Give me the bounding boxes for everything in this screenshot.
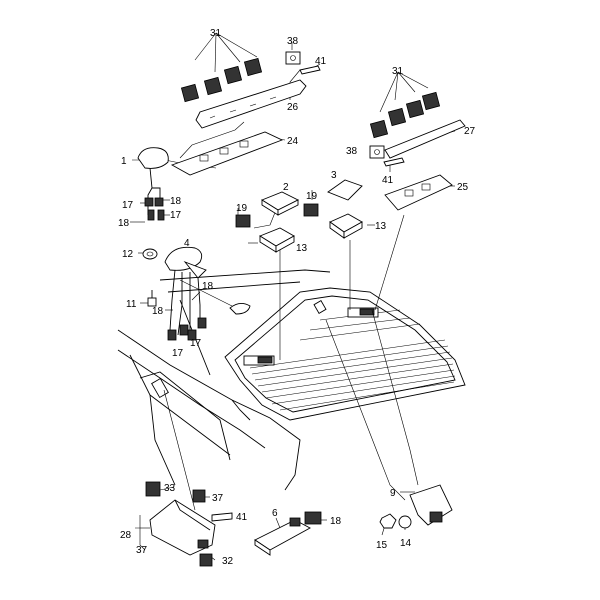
bracket-9 (409, 484, 453, 526)
callout-37b: 37 (136, 545, 148, 556)
callout-18d: 18 (202, 281, 214, 292)
callout-19a: 19 (236, 203, 248, 214)
rear-window-glass (224, 287, 466, 421)
connector-33 (145, 481, 161, 497)
screw-11 (147, 290, 157, 307)
nut-12 (142, 248, 158, 260)
callout-2: 2 (283, 182, 289, 193)
roof-antenna-1 (137, 147, 169, 221)
bracket-38-left (285, 51, 321, 75)
antenna-base-plate (229, 303, 251, 315)
control-unit-28 (149, 499, 216, 556)
callout-28: 28 (120, 530, 132, 541)
callout-24: 24 (287, 136, 299, 147)
callout-17d: 17 (190, 338, 202, 349)
amplifier-module-27 (384, 119, 466, 159)
callout-13b: 13 (375, 221, 387, 232)
callout-11: 11 (126, 299, 137, 310)
callout-13a: 13 (296, 243, 308, 254)
callout-33: 33 (164, 483, 176, 494)
callout-6: 6 (272, 508, 278, 519)
vehicle-body-outline (117, 269, 331, 491)
connector-group-31-right (369, 91, 441, 139)
bolt-41-top (299, 65, 321, 75)
callout-32: 32 (222, 556, 234, 567)
callout-labels: 1 2 3 4 6 9 11 12 13 13 14 15 17 17 17 1… (118, 28, 476, 567)
callout-41c: 41 (236, 512, 248, 523)
callout-18e: 18 (330, 516, 342, 527)
callout-19b: 19 (306, 191, 318, 202)
callout-18b: 18 (118, 218, 130, 229)
callout-27: 27 (464, 126, 476, 137)
roof-antenna-4 (164, 246, 207, 341)
nut-15 (379, 513, 397, 529)
callout-3: 3 (331, 170, 337, 181)
holder-13-right (329, 213, 363, 239)
callout-17b: 17 (170, 210, 182, 221)
callout-38a: 38 (287, 36, 299, 47)
callout-12: 12 (122, 249, 134, 260)
holder-13-left (259, 227, 295, 253)
callout-14: 14 (400, 538, 412, 549)
bolt-41-bottom (211, 512, 233, 522)
antenna-amplifier-6 (254, 517, 311, 556)
callout-41a: 41 (315, 56, 327, 67)
connector-19-right (303, 203, 319, 217)
callout-17c: 17 (172, 348, 184, 359)
connector-32 (199, 553, 213, 567)
amplifier-module-26 (195, 79, 307, 129)
callout-4: 4 (184, 238, 190, 249)
callout-17a: 17 (122, 200, 134, 211)
callout-25: 25 (457, 182, 469, 193)
connector-18-bottom (304, 511, 322, 525)
filter-plate-24 (170, 131, 284, 176)
callout-38b: 38 (346, 146, 358, 157)
callout-37a: 37 (212, 493, 224, 504)
callout-31b: 31 (392, 66, 404, 77)
callout-18a: 18 (170, 196, 182, 207)
filter-plate-25 (384, 174, 453, 211)
callout-1: 1 (121, 156, 127, 167)
antenna-module-3 (327, 179, 363, 201)
bolt-41-right (383, 157, 405, 167)
callout-31a: 31 (210, 28, 222, 39)
antenna-module-2 (261, 191, 300, 216)
callout-26: 26 (287, 102, 299, 113)
body-badge (151, 377, 169, 399)
callout-18c: 18 (152, 306, 164, 317)
clip-14 (398, 515, 412, 529)
connector-19-left (235, 214, 251, 228)
callout-15: 15 (376, 540, 388, 551)
callout-9: 9 (390, 488, 396, 499)
callout-41b: 41 (382, 175, 394, 186)
connector-37 (192, 489, 206, 503)
connector-group-31-left (180, 57, 263, 103)
bracket-38-right (369, 145, 405, 167)
